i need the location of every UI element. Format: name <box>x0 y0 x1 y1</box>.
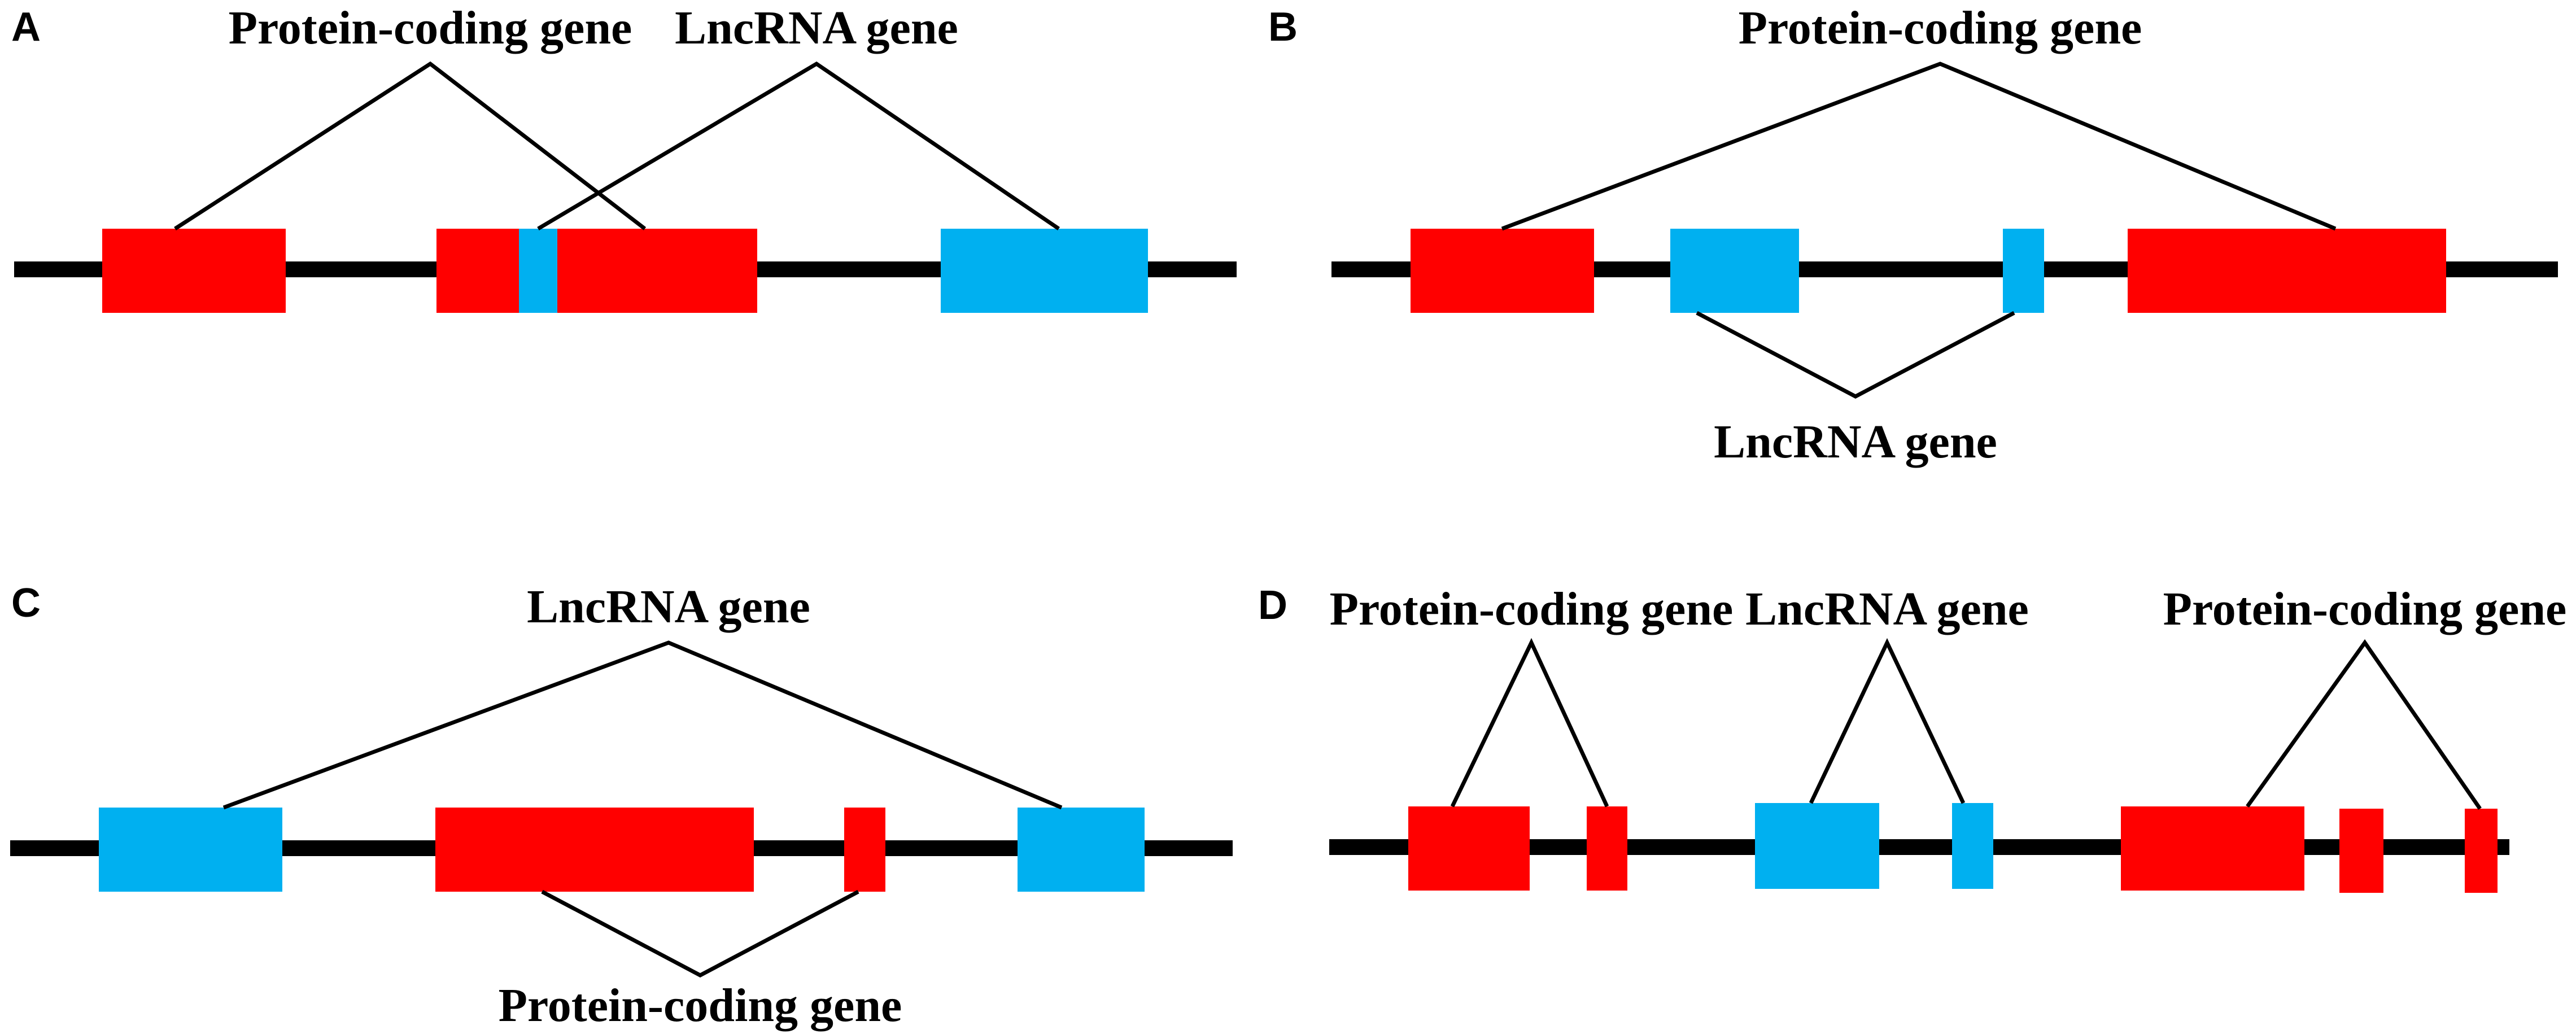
lncrna-exon <box>1952 803 1993 889</box>
protein-coding-exon <box>2128 229 2446 313</box>
lncrna-exon <box>941 229 1148 313</box>
protein-coding-exon <box>1408 806 1530 891</box>
lncrna-exon <box>1755 803 1879 889</box>
panel-b: B Protein-coding gene LncRNA gene <box>1268 2 2558 468</box>
protein-coding-gene-label: Protein-coding gene <box>1330 583 1734 635</box>
protein-coding-exon <box>102 229 286 313</box>
lncrna-gene-label: LncRNA gene <box>527 581 810 633</box>
protein-coding-exon <box>2339 809 2383 893</box>
protein-coding-gene-label: Protein-coding gene <box>1739 2 2142 54</box>
protein-coding-exon <box>436 229 519 313</box>
panel-d: D Protein-coding gene LncRNA gene Protei… <box>1258 583 2566 893</box>
lncrna-splice-connector <box>1696 311 2015 399</box>
lncrna-exon <box>99 808 282 892</box>
panel-letter-c: C <box>11 581 41 626</box>
protein-coding-splice-connector <box>541 889 859 978</box>
protein-coding-splice-connector <box>174 61 647 230</box>
lncrna-splice-connector <box>537 61 1060 231</box>
lncrna-gene-label: LncRNA gene <box>675 2 958 54</box>
panel-letter-a: A <box>11 5 41 50</box>
lncrna-exon <box>1018 808 1145 892</box>
lncrna-gene-label: LncRNA gene <box>1745 583 2029 635</box>
protein-coding-gene-label: Protein-coding gene <box>2163 583 2567 635</box>
panel-letter-d: D <box>1258 583 1287 628</box>
protein-coding-exon <box>1587 806 1627 891</box>
panel-c: C LncRNA gene Protein-coding gene <box>10 581 1233 1032</box>
protein-coding-exon <box>2465 809 2498 893</box>
panel-a: A Protein-coding gene LncRNA gene <box>11 2 1237 313</box>
lncrna-splice-connector <box>222 640 1063 810</box>
protein-coding-exon <box>2121 806 2304 891</box>
lncrna-exon <box>2003 229 2044 313</box>
lncrna-splice-connector <box>1809 638 1966 804</box>
protein-coding-splice-connector <box>1450 638 1609 808</box>
lncrna-exon <box>1670 229 1799 313</box>
protein-coding-gene-label: Protein-coding gene <box>229 2 632 54</box>
protein-coding-exon <box>1411 229 1594 313</box>
protein-coding-splice-connector <box>1501 62 2337 231</box>
protein-coding-exon <box>435 808 754 892</box>
protein-coding-gene-label: Protein-coding gene <box>499 979 902 1032</box>
panel-letter-b: B <box>1268 5 1298 50</box>
protein-coding-exon <box>557 229 757 313</box>
protein-coding-splice-connector <box>2246 639 2482 810</box>
lncrna-gene-label: LncRNA gene <box>1714 416 1997 468</box>
lncrna-exon <box>519 229 557 313</box>
protein-coding-exon <box>844 808 885 892</box>
